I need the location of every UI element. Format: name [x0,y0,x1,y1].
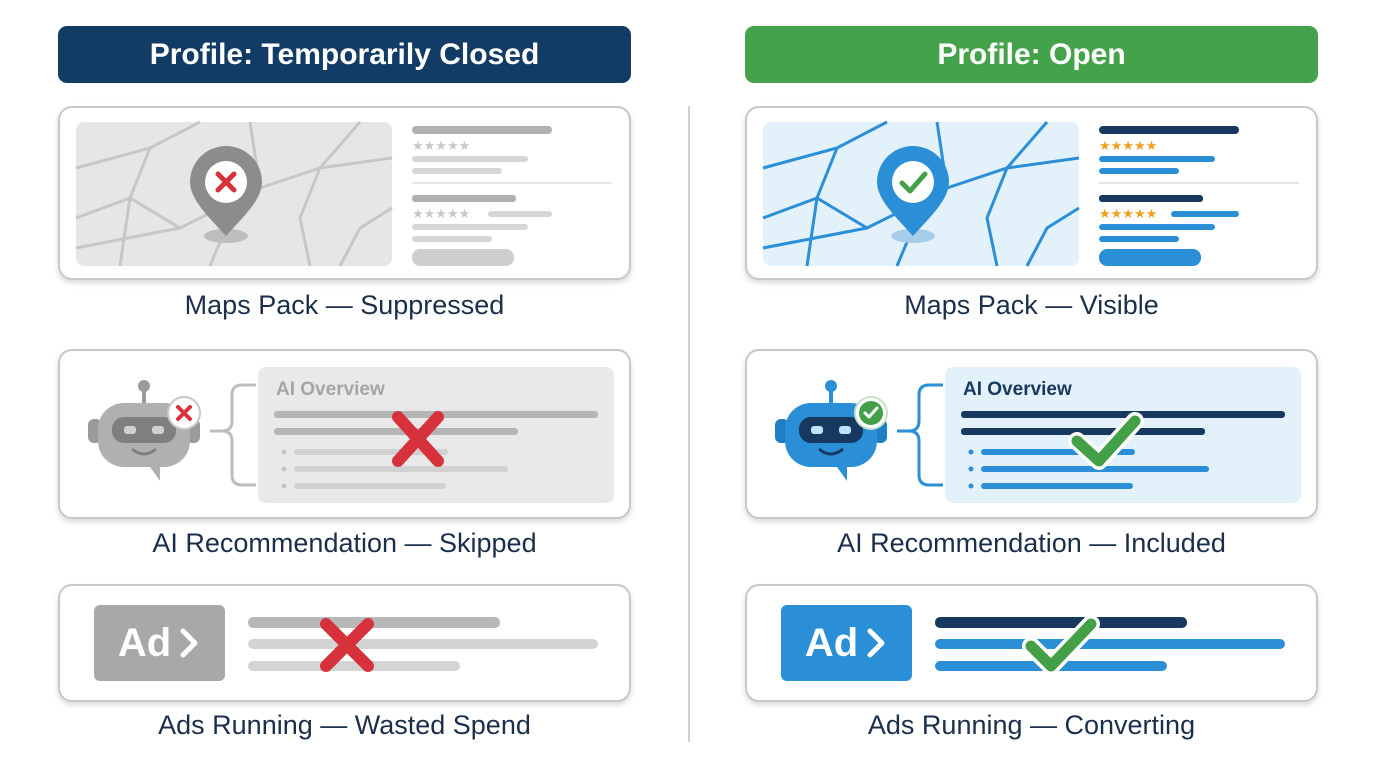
svg-text:★★★★★: ★★★★★ [412,207,470,222]
center-divider [688,106,690,742]
check-mark-icon [1022,615,1100,675]
left-maps-illustration: ★★★★★ ★★★★★ [75,120,612,267]
map-pin-x-icon [190,146,262,236]
left-ads-card: Ad [58,584,631,702]
ad-chevron-icon [867,628,885,658]
left-maps-card: ★★★★★ ★★★★★ [58,106,631,280]
robot-check-icon [775,380,888,481]
right-maps-caption: Maps Pack — Visible [904,290,1159,320]
right-ai-card: AI Overview [745,349,1318,519]
right-ads-card: Ad [745,584,1318,702]
map-pin-check-icon [877,146,949,236]
left-profile-header: Profile: Temporarily Closed [58,26,631,83]
left-ai-illustration [88,367,614,503]
x-mark-icon [320,618,374,672]
left-ai-card: AI Overview [58,349,631,519]
left-profile-header-label: Profile: Temporarily Closed [149,37,540,71]
robot-x-icon [88,380,201,481]
right-ads-caption: Ads Running — Converting [867,710,1196,740]
right-ads-illustration [935,615,1285,675]
left-ad-label: Ad [117,620,172,665]
left-ai-overview-title: AI Overview [276,379,385,400]
svg-text:★★★★★: ★★★★★ [412,139,470,154]
right-ad-label: Ad [804,620,859,665]
left-ad-button: Ad [94,605,225,681]
right-ai-overview-title: AI Overview [963,379,1072,400]
left-ads-illustration [248,617,598,672]
svg-text:★★★★★: ★★★★★ [1099,207,1157,222]
right-ai-illustration [775,367,1301,503]
left-ads-caption: Ads Running — Wasted Spend [158,710,531,740]
ad-chevron-icon [180,628,198,658]
x-mark-icon [392,411,444,467]
right-maps-illustration: ★★★★★ ★★★★★ [762,120,1299,267]
left-maps-caption: Maps Pack — Suppressed [184,290,505,320]
left-ai-caption: AI Recommendation — Skipped [152,528,537,558]
right-ad-button: Ad [781,605,912,681]
check-mark-icon [1068,412,1144,470]
right-maps-card: ★★★★★ ★★★★★ [745,106,1318,280]
right-profile-header-label: Profile: Open [937,37,1126,71]
right-ai-caption: AI Recommendation — Included [837,528,1226,558]
right-profile-header: Profile: Open [745,26,1318,83]
svg-text:★★★★★: ★★★★★ [1099,139,1157,154]
